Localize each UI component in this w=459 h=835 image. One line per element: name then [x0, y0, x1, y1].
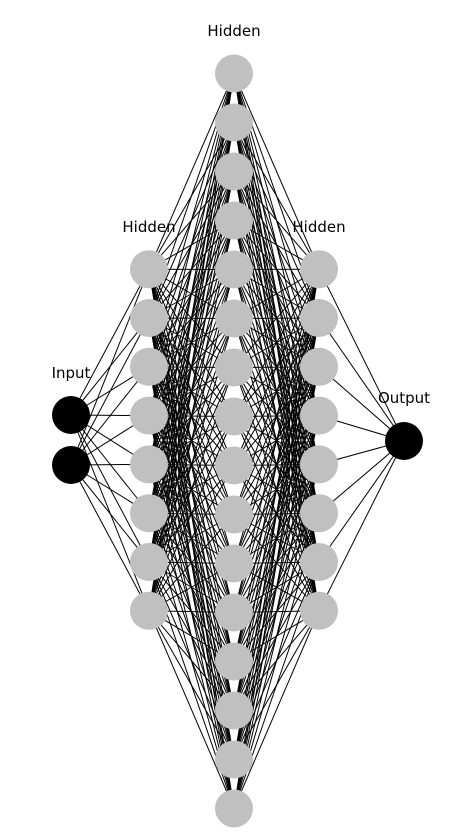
input-node-layer1-2 — [52, 446, 90, 484]
hidden-node-layer4-7 — [300, 543, 338, 581]
hidden-node-layer3-16 — [215, 789, 253, 828]
hidden-node-layer3-11 — [215, 544, 253, 583]
hidden-node-layer4-4 — [300, 396, 338, 435]
edge-1-2-to-2-3 — [70, 366, 150, 466]
hidden-node-layer3-2 — [215, 103, 253, 142]
hidden-node-layer3-5 — [215, 250, 253, 289]
edge-2-8-to-3-4 — [148, 220, 235, 611]
input-node-layer1-1 — [52, 396, 90, 434]
edge-1-1-to-2-7 — [70, 414, 150, 563]
hidden-node-layer4-1 — [300, 250, 338, 289]
hidden-node-layer2-7 — [130, 543, 168, 581]
edge-3-16-to-4-3 — [233, 366, 320, 809]
hidden-node-layer3-7 — [215, 348, 253, 387]
hidden-node-layer2-5 — [130, 445, 168, 484]
layer-labels-group: Input Hidden Hidden Hidden Output — [52, 22, 431, 407]
edge-2-8-to-3-8 — [148, 416, 235, 612]
edge-3-14-to-4-1 — [233, 269, 320, 711]
edge-2-8-to-3-16 — [148, 610, 235, 809]
edge-1-2-to-2-1 — [70, 269, 150, 466]
hidden-node-layer4-3 — [300, 347, 338, 386]
edge-2-8-to-3-2 — [148, 122, 235, 611]
hidden-node-layer3-9 — [215, 446, 253, 485]
edge-2-8-to-3-15 — [148, 610, 235, 760]
hidden-node-layer2-3 — [130, 347, 168, 386]
layer-label-hidden-1: Hidden — [122, 218, 175, 236]
edge-2-5-to-3-1 — [148, 73, 235, 465]
hidden-node-layer3-14 — [215, 691, 253, 730]
edge-4-2-to-5-1 — [318, 317, 405, 442]
layer-label-output: Output — [378, 389, 430, 407]
layer-label-hidden-3: Hidden — [292, 218, 345, 236]
edge-3-9-to-4-1 — [233, 269, 320, 466]
hidden-node-layer2-8 — [130, 591, 168, 630]
hidden-node-layer3-6 — [215, 299, 253, 338]
edge-2-8-to-3-10 — [148, 514, 235, 612]
edge-2-8-to-3-9 — [148, 465, 235, 612]
layer-label-hidden-2: Hidden — [207, 22, 260, 40]
hidden-node-layer2-4 — [130, 396, 168, 435]
hidden-node-layer3-10 — [215, 495, 253, 534]
edge-3-7-to-4-1 — [233, 268, 320, 368]
edge-3-8-to-4-1 — [233, 268, 320, 417]
edge-2-1-to-3-1 — [148, 73, 235, 270]
hidden-node-layer3-3 — [215, 152, 253, 191]
edge-2-8-to-3-14 — [148, 610, 235, 711]
edge-2-8-to-3-3 — [148, 171, 235, 611]
hidden-node-layer3-15 — [215, 740, 253, 779]
edge-3-16-to-4-2 — [233, 317, 320, 809]
hidden-node-layer4-8 — [300, 591, 338, 630]
hidden-node-layer3-8 — [215, 397, 253, 436]
edge-4-7-to-5-1 — [318, 440, 405, 563]
edge-4-8-to-5-1 — [318, 440, 405, 612]
edge-3-3-to-4-1 — [233, 171, 320, 270]
edge-1-2-to-2-2 — [70, 317, 150, 466]
hidden-node-layer3-4 — [215, 201, 253, 240]
edge-4-1-to-5-1 — [318, 268, 405, 442]
edge-3-16-to-4-8 — [233, 610, 320, 809]
edge-3-1-to-4-1 — [233, 73, 320, 270]
hidden-node-layer4-5 — [300, 445, 338, 484]
hidden-node-layer2-1 — [130, 250, 168, 289]
hidden-node-layer2-2 — [130, 299, 168, 337]
edge-2-6-to-3-1 — [148, 73, 235, 514]
output-node-layer5-1 — [385, 422, 423, 460]
hidden-node-layer3-12 — [215, 593, 253, 632]
nodes-group — [52, 54, 423, 828]
hidden-node-layer3-13 — [215, 642, 253, 681]
edge-3-15-to-4-1 — [233, 269, 320, 760]
layer-label-input: Input — [52, 364, 91, 382]
edge-1-2-to-2-8 — [70, 464, 150, 612]
edge-1-2-to-2-7 — [70, 464, 150, 563]
hidden-node-layer3-1 — [215, 54, 253, 93]
hidden-node-layer4-6 — [300, 494, 338, 533]
hidden-node-layer4-2 — [300, 299, 338, 337]
edge-1-1-to-2-1 — [70, 268, 150, 416]
edge-3-2-to-4-1 — [233, 122, 320, 270]
hidden-node-layer2-6 — [130, 494, 168, 533]
edge-2-7-to-3-1 — [148, 73, 235, 563]
edge-3-16-to-4-4 — [233, 415, 320, 809]
edge-3-13-to-4-1 — [233, 269, 320, 662]
